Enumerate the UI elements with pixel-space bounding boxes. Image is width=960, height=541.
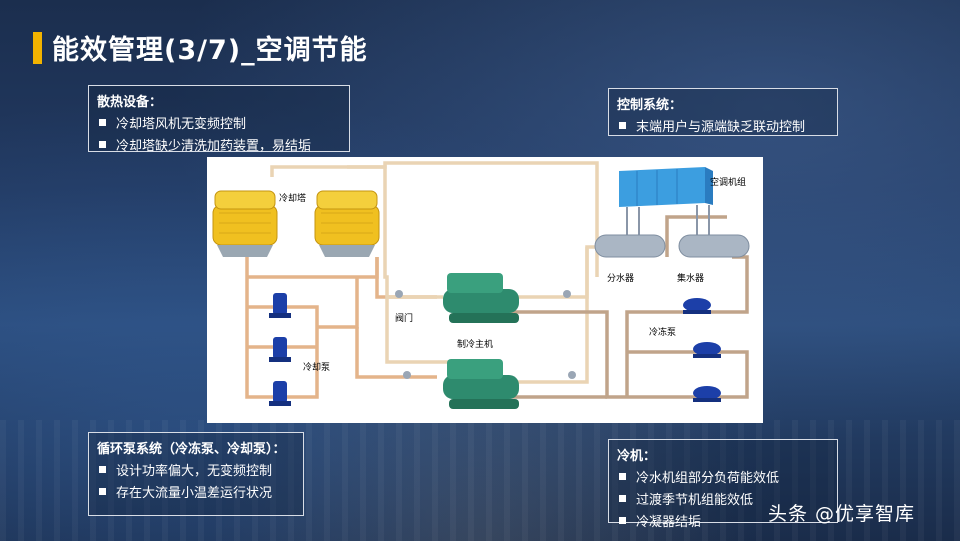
cooling-pump-icon bbox=[269, 381, 291, 406]
cooling-tower-icon bbox=[314, 190, 380, 257]
pipe bbox=[665, 215, 727, 257]
pipe bbox=[317, 277, 359, 329]
pipe bbox=[245, 257, 319, 399]
chiller-unit-icon bbox=[443, 273, 519, 323]
title-accent-bar bbox=[33, 32, 42, 64]
control-system-item: 末端用户与源端缺乏联动控制 bbox=[617, 116, 829, 135]
chiller-unit-icon bbox=[443, 359, 519, 409]
chilled-pump-icon bbox=[693, 342, 721, 358]
pipe bbox=[507, 247, 589, 384]
pipe bbox=[383, 177, 452, 364]
control-system-box: 控制系统： 末端用户与源端缺乏联动控制 bbox=[608, 88, 838, 136]
pump-system-box: 循环泵系统（冷冻泵、冷却泵）： 设计功率偏大，无变频控制 存在大流量小温差运行状… bbox=[88, 432, 304, 516]
chiller-item: 过渡季节机组能效低 bbox=[617, 489, 829, 508]
cooling-pump-icon bbox=[269, 337, 291, 362]
control-system-heading: 控制系统： bbox=[617, 98, 683, 113]
ahu-piping bbox=[626, 205, 710, 237]
pipe bbox=[247, 257, 379, 279]
bullet-icon bbox=[99, 466, 106, 473]
heat-equipment-item: 冷却塔风机无变频控制 bbox=[97, 113, 341, 132]
pump-system-heading: 循环泵系统（冷冻泵、冷却泵）： bbox=[97, 442, 286, 457]
pipe bbox=[355, 327, 437, 379]
chiller-box: 冷机： 冷水机组部分负荷能效低 过渡季节机组能效低 冷凝器结垢 bbox=[608, 439, 838, 530]
pump-system-item: 设计功率偏大，无变频控制 bbox=[97, 460, 295, 479]
water-collector-icon bbox=[678, 234, 750, 258]
label-ahu: 空调机组 bbox=[710, 176, 746, 188]
cooling-tower-icon bbox=[212, 190, 278, 257]
valve-icon bbox=[395, 290, 403, 298]
bullet-icon bbox=[99, 141, 106, 148]
chiller-item: 冷凝器结垢 bbox=[617, 511, 829, 530]
label-chilled-pump: 冷冻泵 bbox=[649, 326, 676, 338]
label-distributor: 分水器 bbox=[607, 272, 634, 284]
pump-system-item: 存在大流量小温差运行状况 bbox=[97, 482, 295, 501]
chiller-heading: 冷机： bbox=[617, 449, 657, 464]
bullet-icon bbox=[619, 495, 626, 502]
pipe bbox=[507, 310, 749, 399]
bullet-icon bbox=[619, 473, 626, 480]
label-chiller: 制冷主机 bbox=[457, 338, 493, 350]
pipe bbox=[625, 255, 749, 352]
heat-equipment-item: 冷却塔缺少清洗加药装置，易结垢 bbox=[97, 135, 341, 154]
label-cooling-tower: 冷却塔 bbox=[279, 192, 306, 204]
pipe bbox=[270, 165, 387, 177]
chilled-pump-icon bbox=[683, 298, 711, 314]
valve-icon bbox=[403, 371, 411, 379]
bullet-icon bbox=[619, 517, 626, 524]
chiller-item: 冷水机组部分负荷能效低 bbox=[617, 467, 829, 486]
heat-equipment-box: 散热设备： 冷却塔风机无变频控制 冷却塔缺少清洗加药装置，易结垢 bbox=[88, 85, 350, 154]
water-distributor-icon bbox=[594, 234, 666, 258]
watermark: 头条 @优享智库 bbox=[768, 503, 916, 525]
hvac-system-diagram: 冷却塔 空调机组 分水器 集水器 冷冻泵 阀门 制冷主机 冷却泵 bbox=[207, 157, 763, 423]
valve-icon bbox=[568, 371, 576, 379]
heat-equipment-heading: 散热设备： bbox=[97, 95, 163, 110]
label-valve: 阀门 bbox=[395, 312, 413, 324]
page-title: 能效管理(3/7)_空调节能 bbox=[52, 35, 368, 66]
hvac-diagram-svg: 冷却塔 空调机组 分水器 集水器 冷冻泵 阀门 制冷主机 冷却泵 bbox=[212, 161, 750, 409]
bullet-icon bbox=[619, 122, 626, 129]
air-handling-unit-icon bbox=[619, 167, 713, 207]
background-city bbox=[0, 420, 960, 541]
label-cooling-pump: 冷却泵 bbox=[303, 361, 330, 373]
pipe bbox=[347, 161, 599, 277]
bullet-icon bbox=[99, 119, 106, 126]
bullet-icon bbox=[99, 488, 106, 495]
cooling-pump-icon bbox=[269, 293, 291, 318]
pipe bbox=[507, 245, 607, 299]
chilled-pump-icon bbox=[693, 386, 721, 402]
label-collector: 集水器 bbox=[677, 272, 704, 284]
valve-icon bbox=[563, 290, 571, 298]
